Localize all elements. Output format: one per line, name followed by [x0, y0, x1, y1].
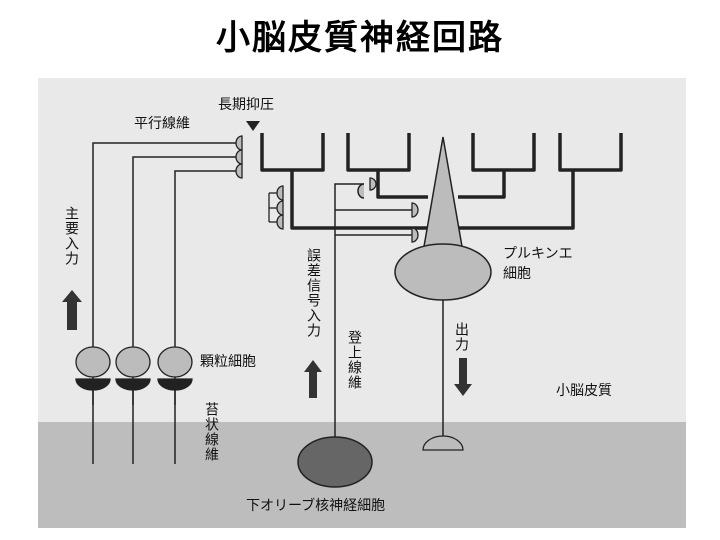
- label-purkinje-line2: 細胞: [503, 266, 531, 282]
- purkinje-cell: [394, 136, 492, 451]
- main-input-arrow: [62, 290, 82, 330]
- label-cerebellar-cortex: 小脳皮質: [556, 383, 612, 399]
- error-signal-arrow: [304, 360, 322, 398]
- label-purkinje-line1: プルキンエ: [503, 246, 573, 262]
- inhibition-marker: [246, 121, 260, 131]
- label-main-input: 主要入力: [63, 206, 79, 266]
- granule-cell-3: [157, 346, 193, 378]
- label-inhibition: 長期抑圧: [218, 97, 274, 113]
- climbing-fiber: [334, 183, 412, 440]
- parallel-fiber-terminals: [235, 135, 243, 179]
- granule-cells: [75, 346, 193, 391]
- output-arrow: [454, 358, 472, 396]
- label-parallel-fibers: 平行線維: [134, 116, 190, 132]
- label-granule-cell: 顆粒細胞: [200, 354, 256, 370]
- label-output: 出力: [453, 322, 469, 352]
- parallel-fibers: [92, 142, 242, 405]
- climbing-fiber-terminals: [369, 177, 419, 243]
- inferior-olive-neuron: [297, 436, 373, 488]
- label-mossy-fiber: 苔状線維: [203, 401, 219, 462]
- label-climbing-fiber: 登上線維: [346, 330, 362, 390]
- page-title: 小脳皮質神経回路: [216, 18, 504, 58]
- label-error-signal-input: 誤差信号入力: [305, 248, 321, 338]
- granule-cell-2: [115, 346, 151, 378]
- mossy-fibers: [92, 382, 176, 464]
- granule-cell-1: [75, 346, 111, 378]
- dendrite-synapses: [268, 185, 284, 230]
- label-inferior-olive: 下オリーブ核神経細胞: [246, 497, 385, 514]
